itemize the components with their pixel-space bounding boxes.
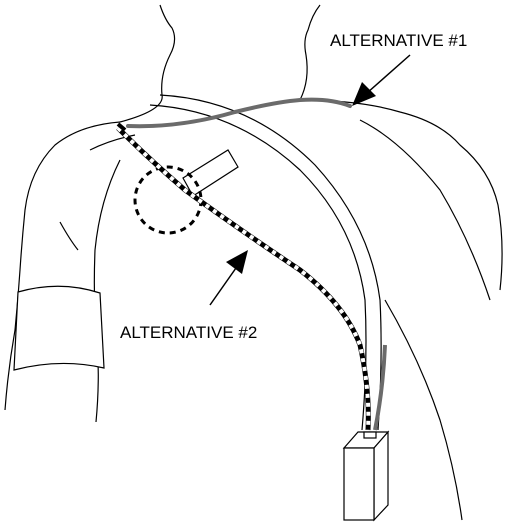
sensor-clip: [183, 150, 238, 196]
device-box: [344, 432, 388, 520]
alt1-arrow: [352, 55, 410, 106]
neck-outline: [120, 5, 320, 122]
alt2-label: ALTERNATIVE #2: [120, 323, 257, 342]
arm-band: [14, 286, 104, 370]
alt2-arrow: [210, 250, 248, 305]
alt2-cable: [118, 124, 368, 430]
strap: [150, 95, 381, 430]
alt1-cable: [128, 100, 385, 430]
alt1-label: ALTERNATIVE #1: [330, 31, 467, 50]
